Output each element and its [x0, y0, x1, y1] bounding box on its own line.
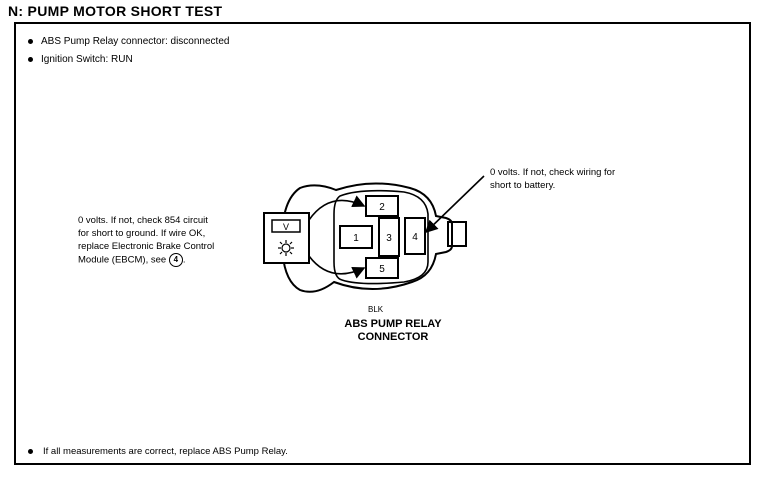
terminal-label-4: 4 — [412, 232, 418, 243]
right-callout-line: 0 volts. If not, check wiring for — [490, 167, 616, 178]
terminal-label-5: 5 — [379, 264, 385, 275]
right-callout: 0 volts. If not, check wiring for short … — [490, 166, 615, 192]
test-frame — [14, 22, 751, 465]
voltmeter-label: V — [283, 222, 289, 232]
final-step-text: If all measurements are correct, replace… — [43, 446, 288, 457]
bullet-icon — [28, 38, 33, 44]
connector-caption-line: ABS PUMP RELAY — [344, 318, 442, 330]
condition-text: Ignition Switch: RUN — [41, 54, 133, 65]
page-title: N: PUMP MOTOR SHORT TEST — [8, 3, 223, 19]
final-step: If all measurements are correct, replace… — [28, 446, 288, 457]
right-callout-line: short to battery. — [490, 180, 556, 191]
left-callout-line: replace Electronic Brake Control — [78, 241, 215, 252]
terminal-label-3: 3 — [386, 233, 392, 244]
connector-latch — [447, 221, 467, 247]
left-callout-line: 0 volts. If not, check 854 circuit — [78, 215, 208, 226]
bullet-icon — [28, 448, 33, 454]
condition-item: ABS Pump Relay connector: disconnected — [28, 36, 229, 47]
terminal-3 — [378, 217, 400, 257]
left-callout: 0 volts. If not, check 854 circuit for s… — [78, 214, 214, 267]
wire-color-label: BLK — [368, 305, 384, 314]
connector-housing — [280, 182, 453, 293]
bullet-icon — [28, 56, 33, 62]
connector-caption-line: CONNECTOR — [357, 331, 429, 343]
terminal-5 — [365, 257, 399, 279]
voltmeter-knob-icon — [278, 240, 294, 256]
connector-caption: ABS PUMP RELAY CONNECTOR — [330, 318, 456, 344]
callout-arrow-terminal-4 — [424, 175, 485, 234]
left-callout-line: for short to ground. If wire OK, — [78, 228, 206, 239]
condition-item: Ignition Switch: RUN — [28, 54, 133, 65]
terminal-4 — [404, 217, 426, 255]
voltmeter-display — [271, 219, 301, 233]
condition-text: ABS Pump Relay connector: disconnected — [41, 36, 230, 47]
left-callout-line: Module (EBCM), see 4. — [78, 253, 186, 267]
lead-to-terminal-2 — [308, 195, 366, 221]
terminal-2 — [365, 195, 399, 217]
terminal-1 — [339, 225, 373, 249]
lead-to-terminal-5 — [308, 255, 366, 279]
reference-badge: 4 — [168, 253, 183, 267]
terminal-label-1: 1 — [353, 233, 359, 244]
terminal-label-2: 2 — [379, 202, 385, 213]
connector-cavity — [333, 189, 429, 285]
